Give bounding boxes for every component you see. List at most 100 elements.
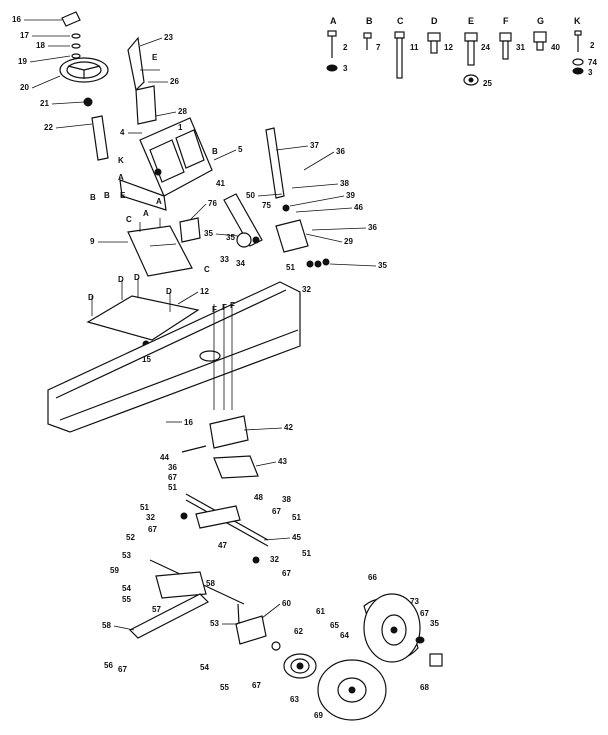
washer-62 xyxy=(271,641,281,651)
callout-22: 22 xyxy=(44,123,53,132)
legend-letter-d: D xyxy=(431,16,438,26)
callout-68: 68 xyxy=(420,683,429,692)
legend-letter-b: B xyxy=(366,16,373,26)
bushing-33 xyxy=(236,232,252,248)
callout-4: 4 xyxy=(120,128,125,137)
callout-73: 73 xyxy=(410,597,419,606)
legend-num-d: 12 xyxy=(444,43,453,52)
callout-f2: F xyxy=(222,303,227,312)
callout-33: 33 xyxy=(220,255,229,264)
callout-b: B xyxy=(90,193,96,202)
callout-36b: 36 xyxy=(368,223,377,232)
leader xyxy=(29,55,71,63)
steering-spoke xyxy=(67,65,85,71)
legend-letter-a: A xyxy=(330,16,337,26)
callout-35b: 35 xyxy=(378,261,387,270)
callout-e: E xyxy=(120,191,126,200)
callout-35: 35 xyxy=(204,229,213,238)
legend-num-c: 11 xyxy=(410,43,419,52)
bolt-d-shank xyxy=(430,40,438,54)
leader xyxy=(155,111,177,117)
bolt-e-head xyxy=(464,32,478,42)
callout-38b: 38 xyxy=(282,495,291,504)
leader xyxy=(255,461,277,467)
callout-29: 29 xyxy=(344,237,353,246)
leader xyxy=(257,193,283,197)
callout-c2: C xyxy=(204,265,210,274)
callout-a3: A xyxy=(143,209,149,218)
callout-23: 23 xyxy=(164,33,173,42)
steering-nut-21 xyxy=(83,97,93,107)
callout-52: 52 xyxy=(126,533,135,542)
nut-k-icon xyxy=(572,67,584,75)
bracket-60 xyxy=(235,615,267,645)
callout-17: 17 xyxy=(20,31,29,40)
leader xyxy=(329,263,377,267)
callout-44: 44 xyxy=(160,453,169,462)
leader xyxy=(213,149,237,161)
callout-45: 45 xyxy=(292,533,301,542)
callout-32: 32 xyxy=(302,285,311,294)
bolt-c-head xyxy=(394,31,405,39)
steering-wheel-assembly xyxy=(59,11,160,161)
leader xyxy=(55,123,93,129)
steering-spoke xyxy=(83,65,101,71)
mount-edge xyxy=(149,243,177,247)
steering-sleeve-22 xyxy=(91,115,109,161)
callout-61: 61 xyxy=(316,607,325,616)
callout-69: 69 xyxy=(314,711,323,720)
callout-39: 39 xyxy=(346,191,355,200)
callout-35c: 35 xyxy=(226,233,235,242)
leader xyxy=(261,603,281,619)
callout-67g: 67 xyxy=(420,609,429,618)
leader xyxy=(215,233,239,237)
legend-num-g: 40 xyxy=(551,43,560,52)
bolt-f-head xyxy=(499,32,512,42)
legend-letter-f: F xyxy=(503,16,509,26)
legend-num-a: 2 xyxy=(343,43,348,52)
callout-d1: D xyxy=(88,293,94,302)
legend-num-k: 2 xyxy=(590,41,595,50)
callout-51c: 51 xyxy=(140,503,149,512)
leader xyxy=(275,145,309,151)
frame-rail xyxy=(47,281,301,433)
callout-28: 28 xyxy=(178,107,187,116)
callout-d2: D xyxy=(118,275,124,284)
bracket-42 xyxy=(209,415,249,449)
callout-58: 58 xyxy=(206,579,215,588)
callout-51b: 51 xyxy=(168,483,177,492)
hub-center-69 xyxy=(348,686,356,694)
nut-a-icon xyxy=(326,64,338,72)
bolt-k-head xyxy=(574,30,582,36)
leader xyxy=(139,37,163,47)
bolt-f-shank xyxy=(502,40,509,60)
callout-16: 16 xyxy=(12,15,21,24)
hardware-legend: A 2 3 B 7 C 11 D 12 E 24 25 F 31 xyxy=(326,16,597,88)
steering-shaft-assembly xyxy=(223,127,330,268)
callout-9: 9 xyxy=(90,237,95,246)
steering-washer-18 xyxy=(71,43,81,49)
plate-12 xyxy=(86,295,200,341)
spindle-hub-assembly xyxy=(271,641,317,679)
bolt-a-head xyxy=(327,30,337,37)
support-plate xyxy=(139,117,213,197)
callout-16b: 16 xyxy=(184,418,193,427)
legend-sub-k: 74 xyxy=(588,58,597,67)
callout-67c: 67 xyxy=(148,525,157,534)
wheels xyxy=(317,593,443,721)
callout-42: 42 xyxy=(284,423,293,432)
legend-letter-k: K xyxy=(574,16,581,26)
callout-a2: A xyxy=(156,197,162,206)
callout-1: 1 xyxy=(178,123,183,132)
leader xyxy=(303,151,335,171)
hub-center-66 xyxy=(390,626,398,634)
leader xyxy=(113,625,135,631)
callout-54b: 54 xyxy=(200,663,209,672)
legend-num-b: 7 xyxy=(376,43,381,52)
callout-62: 62 xyxy=(294,627,303,636)
legend-num-f: 31 xyxy=(516,43,525,52)
callout-54: 54 xyxy=(122,584,131,593)
callout-k: K xyxy=(118,156,124,165)
tractor-frame xyxy=(47,281,301,433)
callout-12: 12 xyxy=(200,287,209,296)
